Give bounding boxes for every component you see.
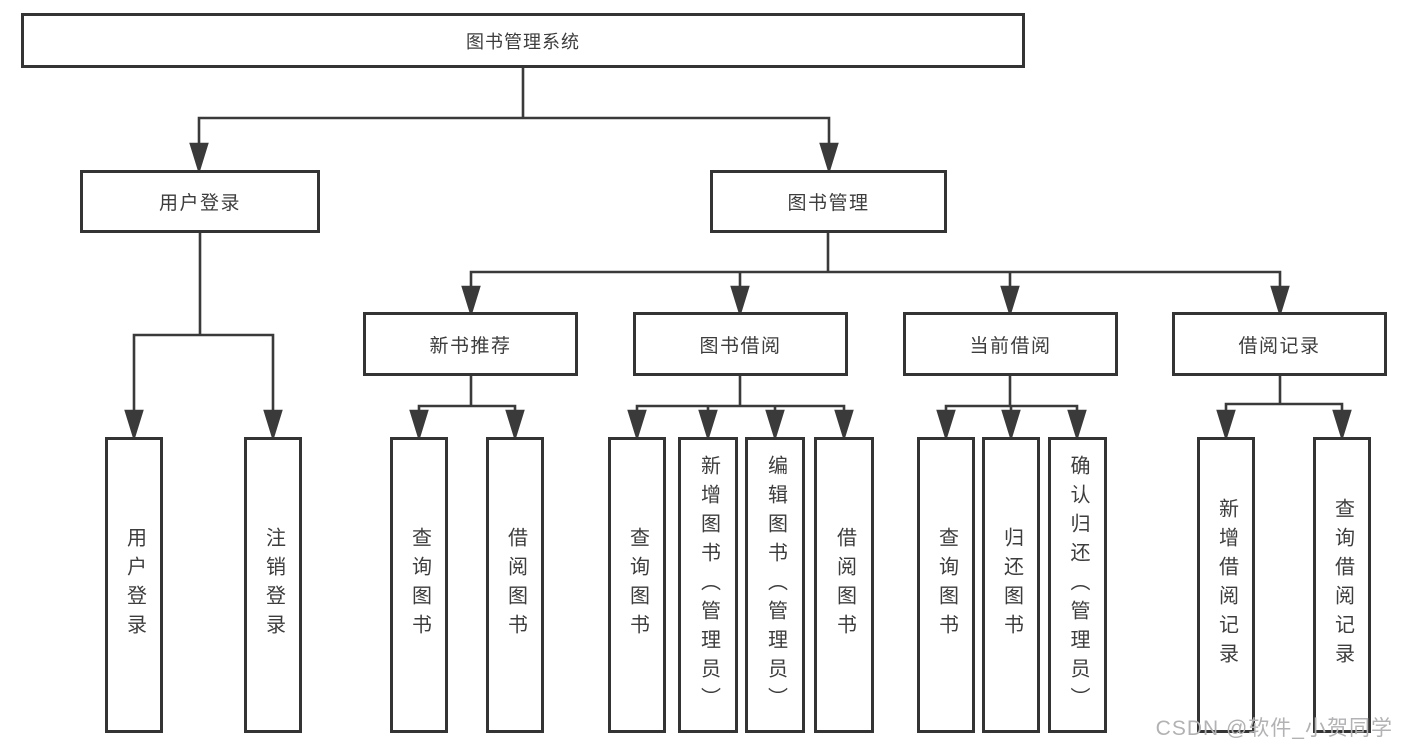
node-bb-borrow-books-label: 借阅图书	[833, 527, 856, 643]
node-current-borrowing: 当前借阅	[903, 312, 1118, 376]
connector-current-borrow-children	[936, 374, 1087, 442]
node-rec-query-books: 查询图书	[390, 437, 448, 733]
node-bb-add-books-admin: 新增图书（管理员）	[678, 437, 738, 733]
node-cb-query-books-label: 查询图书	[935, 527, 958, 643]
connector-book-mgmt-children	[461, 231, 1290, 318]
node-current-borrowing-label: 当前借阅	[969, 335, 1052, 357]
node-br-add-record: 新增借阅记录	[1197, 437, 1255, 733]
connector-root-to-level2	[189, 66, 839, 175]
node-bb-borrow-books: 借阅图书	[814, 437, 874, 733]
node-book-management: 图书管理	[710, 170, 947, 233]
node-library-system-label: 图书管理系统	[466, 31, 580, 52]
node-borrowing-records: 借阅记录	[1172, 312, 1387, 376]
node-logout-label: 注销登录	[262, 527, 285, 643]
node-user-login-action: 用户登录	[105, 437, 163, 733]
node-rec-borrow-books: 借阅图书	[486, 437, 544, 733]
node-bb-edit-books-admin-label: 编辑图书（管理员）	[764, 454, 787, 716]
node-rec-query-books-label: 查询图书	[408, 527, 431, 643]
node-book-management-label: 图书管理	[787, 193, 870, 214]
node-user-login-label: 用户登录	[158, 193, 241, 214]
connector-user-login-children	[124, 231, 283, 442]
node-user-login-action-label: 用户登录	[123, 527, 146, 643]
node-new-book-recommendation-label: 新书推荐	[429, 335, 512, 357]
node-bb-query-books-label: 查询图书	[626, 527, 649, 643]
node-bb-query-books: 查询图书	[608, 437, 666, 733]
node-cb-confirm-return-admin: 确认归还（管理员）	[1048, 437, 1107, 733]
node-library-system: 图书管理系统	[21, 13, 1025, 68]
connector-borrow-records-children	[1216, 374, 1352, 442]
node-borrowing-records-label: 借阅记录	[1238, 335, 1321, 357]
node-cb-return-books: 归还图书	[982, 437, 1040, 733]
node-br-query-record-label: 查询借阅记录	[1331, 498, 1354, 672]
node-br-add-record-label: 新增借阅记录	[1215, 498, 1238, 672]
node-rec-borrow-books-label: 借阅图书	[504, 527, 527, 643]
node-new-book-recommendation: 新书推荐	[363, 312, 578, 376]
node-cb-query-books: 查询图书	[917, 437, 975, 733]
node-book-borrowing-label: 图书借阅	[699, 335, 782, 357]
node-cb-return-books-label: 归还图书	[1000, 527, 1023, 643]
node-book-borrowing: 图书借阅	[633, 312, 848, 376]
node-bb-add-books-admin-label: 新增图书（管理员）	[697, 454, 720, 716]
node-cb-confirm-return-admin-label: 确认归还（管理员）	[1067, 454, 1089, 716]
connector-book-borrow-children	[627, 374, 854, 442]
connector-new-book-rec-children	[409, 374, 525, 442]
csdn-watermark: CSDN @软件_小贺同学	[1155, 717, 1393, 740]
node-logout: 注销登录	[244, 437, 302, 733]
node-user-login: 用户登录	[80, 170, 320, 233]
node-bb-edit-books-admin: 编辑图书（管理员）	[745, 437, 805, 733]
node-br-query-record: 查询借阅记录	[1313, 437, 1371, 733]
